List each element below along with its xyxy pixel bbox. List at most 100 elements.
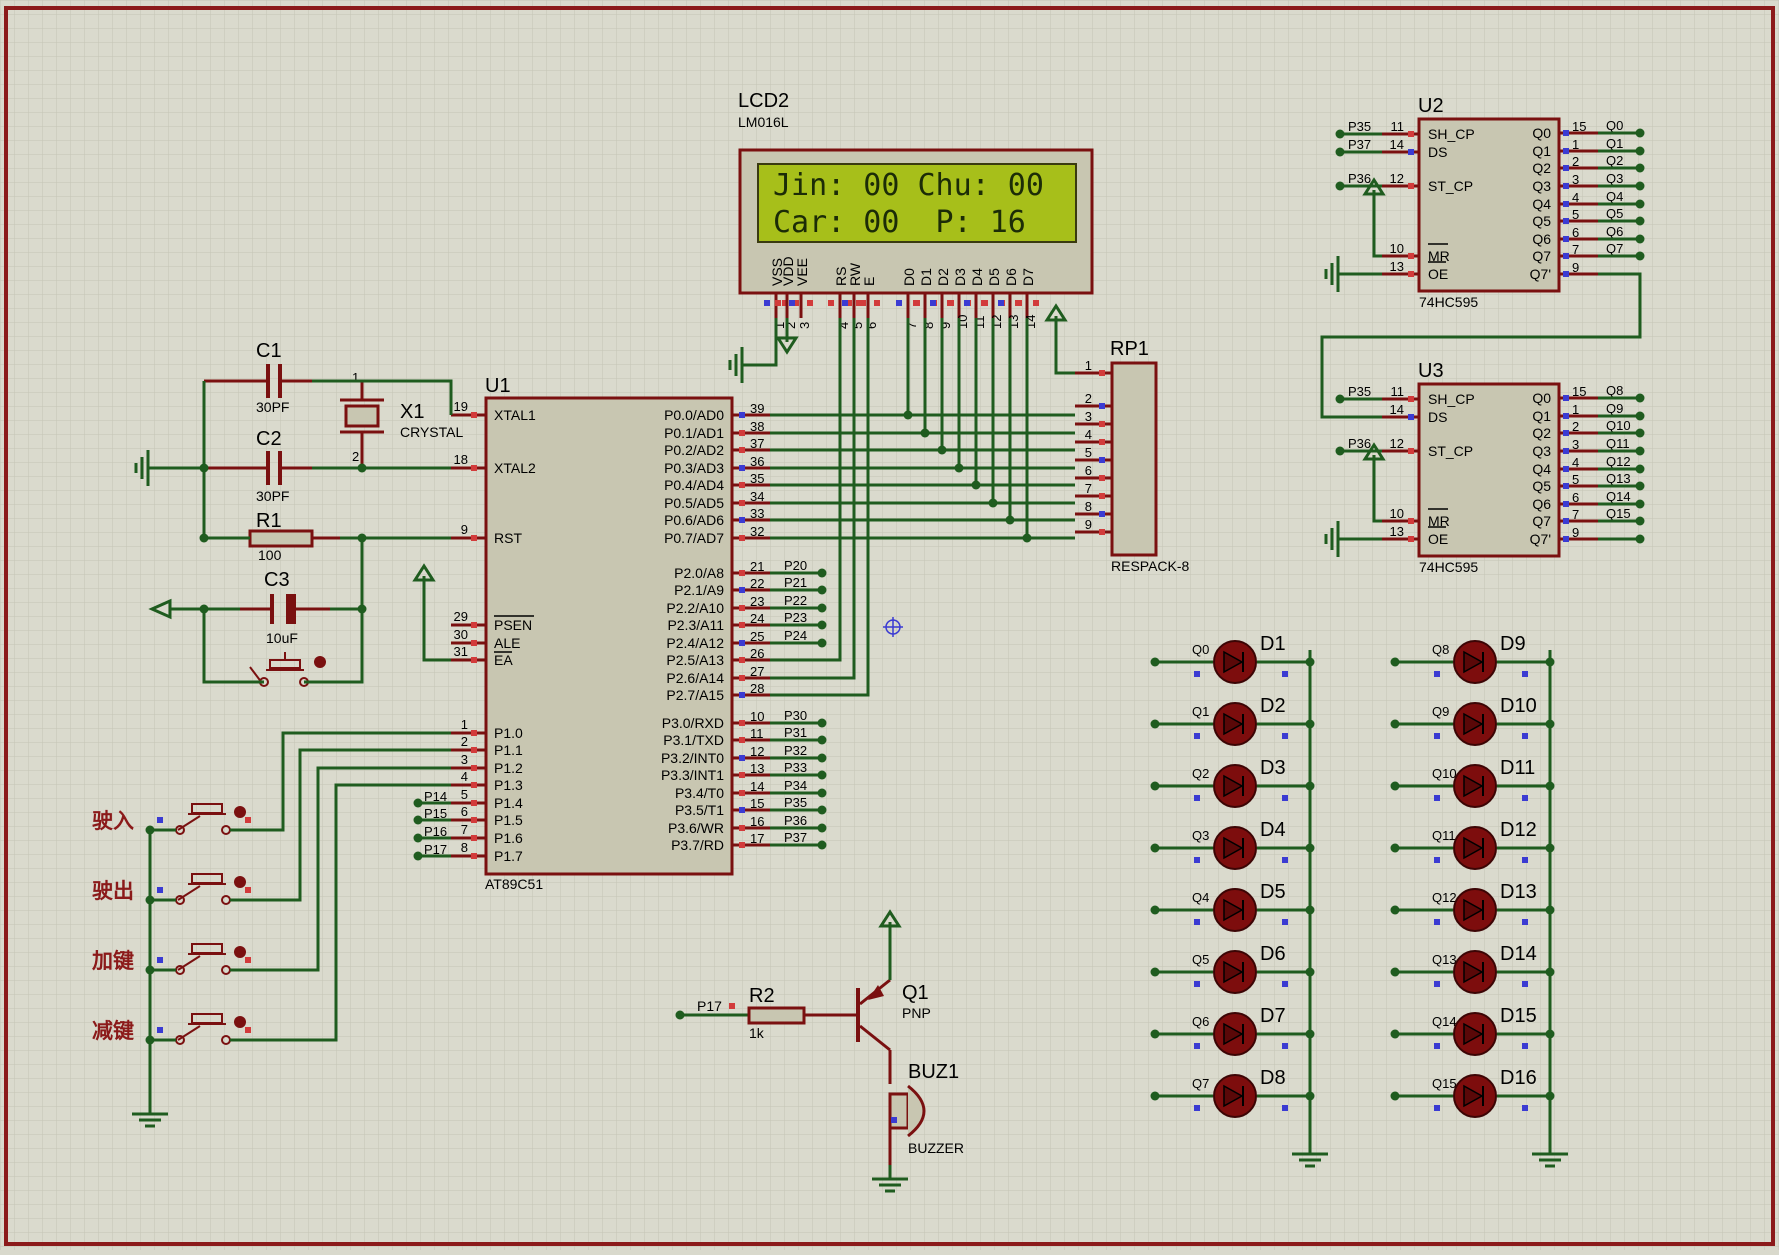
junction-dot (145, 825, 155, 835)
pin-marker (739, 412, 745, 418)
power-arrow (878, 909, 902, 948)
lcd-model: LM016L (738, 114, 789, 130)
mcu-right-pin-name: P0.7/AD7 (664, 530, 724, 546)
led-ref: D14 (1500, 943, 1537, 965)
sr-out-pin-number: 4 (1572, 190, 1579, 205)
push-button[interactable]: 驶入 (92, 803, 251, 835)
junction-dot (1635, 393, 1645, 403)
pin-marker (1099, 403, 1105, 409)
mcu-left-pin-name: P1.1 (494, 742, 523, 758)
pin-marker (1194, 733, 1200, 739)
sr-out-net: Q10 (1606, 418, 1631, 433)
sr-out-pin-number: 2 (1572, 419, 1579, 434)
mcu-left-net: P14 (424, 789, 447, 804)
junction-dot (1545, 1029, 1555, 1039)
mcu-right-net: P35 (784, 795, 807, 810)
led-ref: D13 (1500, 881, 1537, 903)
lcd-module[interactable]: LCD2 LM016L Jin: 00 Chu: 00 Car: 00 P: 1… (738, 90, 1094, 329)
junction-dot (413, 833, 423, 843)
junction-dot (1635, 481, 1645, 491)
rp1-pin-number: 5 (1085, 445, 1092, 460)
button-label: 驶出 (92, 880, 134, 903)
mcu-right-pin-name: P3.3/INT1 (661, 767, 724, 783)
junction-dot (1635, 411, 1645, 421)
push-button[interactable]: 加键 (91, 943, 251, 975)
sr-in-net: P35 (1348, 384, 1371, 399)
mcu-left-pin-number: 4 (461, 769, 468, 784)
pin-marker (471, 412, 477, 418)
rp1-pin-number: 9 (1085, 517, 1092, 532)
sr-out-pin-name: Q7 (1532, 248, 1551, 264)
junction-dot (1545, 967, 1555, 977)
mcu-right-pin-name: P2.1/A9 (674, 582, 724, 598)
mcu-u1[interactable]: U1 AT89C51 19XTAL118XTAL29RST29PSEN30ALE… (424, 375, 807, 892)
led-ref: D4 (1260, 819, 1286, 841)
ground-symbol (872, 1165, 908, 1193)
junction-dot (920, 428, 930, 438)
sr-out-pin-name: Q6 (1532, 231, 1551, 247)
junction-dot (971, 480, 981, 490)
junction-dot (817, 753, 827, 763)
pin-marker (1408, 271, 1414, 277)
junction-dot (988, 498, 998, 508)
buz1-value: BUZZER (908, 1140, 964, 1156)
pin-marker (828, 300, 834, 306)
junction-dot (954, 463, 964, 473)
led-net-label: Q0 (1192, 642, 1209, 657)
pin-marker (793, 300, 799, 306)
sr-out-net: Q13 (1606, 471, 1631, 486)
mcu-left-pin-name: P1.3 (494, 777, 523, 793)
pin-marker (471, 782, 477, 788)
pin-marker (729, 1003, 735, 1009)
junction-dot (817, 805, 827, 815)
pin-marker (1194, 671, 1200, 677)
mcu-left-net: P15 (424, 806, 447, 821)
pin-marker (1434, 795, 1440, 801)
sr-in-pin-name: SH_CP (1428, 126, 1475, 142)
sr-out-pin-number: 15 (1572, 119, 1586, 134)
junction-dot (1335, 181, 1345, 191)
pin-marker (739, 587, 745, 593)
button-label: 减键 (92, 1019, 134, 1043)
pin-marker (1563, 236, 1569, 242)
mcu-right-pin-name: P3.4/T0 (675, 785, 724, 801)
buzzer-driver[interactable]: P17 R2 1k Q1 PNP BUZ1 BUZZER (680, 948, 964, 1165)
pin-marker (471, 622, 477, 628)
junction-dot (1335, 147, 1345, 157)
junction-dot (1635, 446, 1645, 456)
rp1-pin-number: 7 (1085, 481, 1092, 496)
lcd-pin-number: 14 (1023, 315, 1038, 329)
led-ref: D5 (1260, 881, 1286, 903)
mcu-right-pin-name: P2.6/A14 (666, 670, 724, 686)
sr-model: 74HC595 (1419, 559, 1478, 575)
led-net-label: Q9 (1432, 704, 1449, 719)
mcu-left-pin-number: 6 (461, 804, 468, 819)
sr-out-pin-name: Q1 (1532, 408, 1551, 424)
pin-marker (157, 957, 163, 963)
lcd-pin-number: 7 (904, 322, 919, 329)
pin-marker (471, 853, 477, 859)
buz1-ref: BUZ1 (908, 1061, 959, 1083)
mcu-right-pin-number: 34 (750, 489, 764, 504)
mcu-right-pin-name: P3.1/TXD (663, 732, 724, 748)
